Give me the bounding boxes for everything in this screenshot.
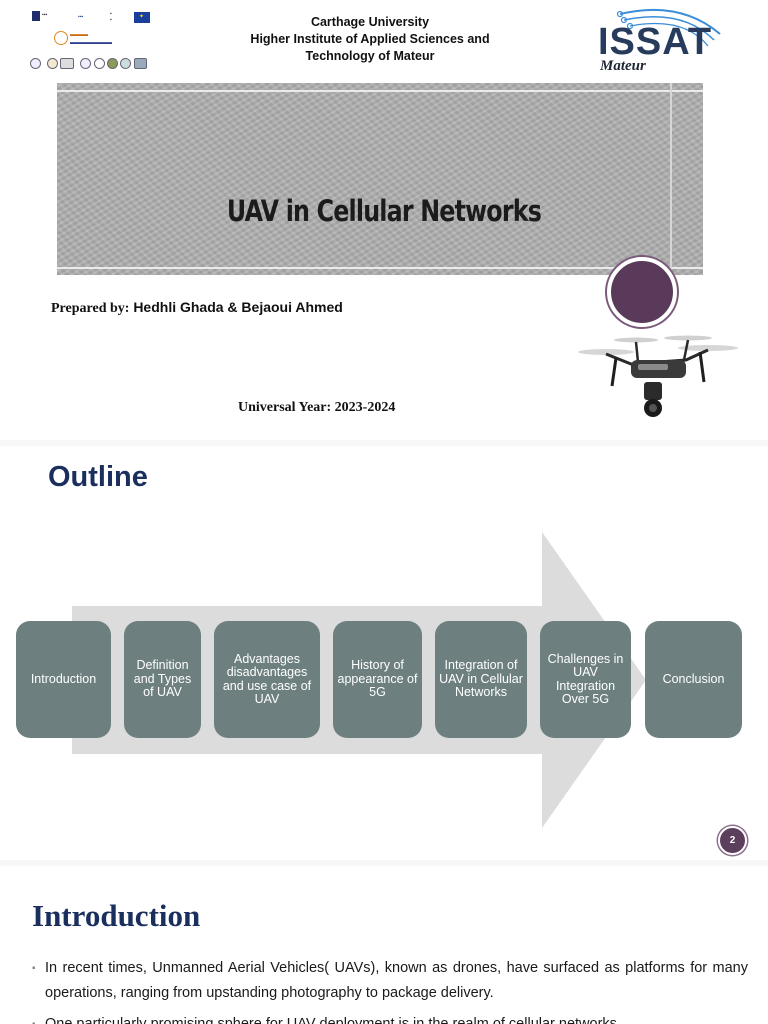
bullet-item: ▪ In recent times, Unmanned Aerial Vehic… — [32, 956, 748, 1006]
eu-flag-logo: ✦ — [134, 12, 150, 23]
circuit-arcs-icon — [616, 8, 721, 47]
partner-seal-logos — [30, 58, 150, 72]
outline-step-label: Conclusion — [662, 671, 725, 686]
outline-step-label: Integration of UAV in Cellular Networks — [439, 658, 523, 700]
outline-step-label: Introduction — [30, 671, 97, 686]
bullet-icon: ▪ — [32, 1012, 36, 1024]
universite-logo — [32, 11, 40, 21]
bullet-item: ▪ One particularly promising sphere for … — [32, 1012, 748, 1024]
outline-step-label: Definition and Types of UAV — [133, 658, 192, 700]
decorative-circle — [607, 257, 677, 327]
university-header: Carthage University Higher Institute of … — [200, 14, 540, 65]
issat-logo: ISSAT Mateur — [590, 4, 735, 78]
outline-step-definition: Definition and Types of UAV — [124, 621, 201, 738]
slide-title: UAV in Cellular Networks — [226, 194, 542, 228]
partner-logo-small: ▪▪ — [110, 11, 112, 23]
banner-divider — [670, 83, 672, 275]
title-banner — [57, 83, 703, 275]
outline-step-conclusion: Conclusion — [645, 621, 742, 738]
partner-logo-small: ▪▪▪ — [78, 14, 84, 20]
academic-year: Universal Year: 2023-2024 — [238, 400, 396, 415]
issat-logo-sub: Mateur — [600, 58, 646, 74]
outline-step-label: Challenges in UAV Integration Over 5G — [547, 651, 624, 706]
prepared-by: Prepared by: Hedhli Ghada & Bejaoui Ahme… — [51, 299, 343, 317]
header-line: Carthage University — [310, 15, 430, 29]
issat-logo-main: ISSAT — [598, 21, 713, 63]
drone-icon — [578, 335, 738, 417]
introduction-slide: Introduction ▪ In recent times, Unmanned… — [0, 866, 768, 1024]
title-slide: ▪▪▪ ▪▪▪ ▪▪ ✦ ▬▬▬▬▬▬▬▬▬▬ Carthage Univers… — [0, 0, 768, 440]
outline-step-introduction: Introduction — [16, 621, 111, 738]
slide-gap — [0, 440, 768, 446]
header-line: Technology of Mateur — [305, 49, 435, 63]
bullet-list: ▪ In recent times, Unmanned Aerial Vehic… — [32, 956, 748, 1024]
outline-step-label: Advantages disadvantages and use case of… — [222, 651, 312, 706]
master-cyber-physical-systems-logo: ▬▬▬▬▬▬▬▬▬▬ — [54, 29, 124, 49]
page-number-badge: 2 — [718, 826, 747, 855]
outline-step-challenges: Challenges in UAV Integration Over 5G — [540, 621, 631, 738]
banner-divider — [57, 90, 703, 92]
author-names: Hedhli Ghada & Bejaoui Ahmed — [133, 299, 343, 315]
slide-gap — [0, 860, 768, 866]
outline-step-history-5g: History of appearance of 5G — [333, 621, 422, 738]
prepared-label: Prepared by: — [51, 301, 130, 316]
outline-step-label: History of appearance of 5G — [337, 658, 418, 700]
outline-step-advantages: Advantages disadvantages and use case of… — [214, 621, 320, 738]
partner-logos: ▪▪▪ ▪▪▪ ▪▪ ✦ ▬▬▬▬▬▬▬▬▬▬ — [30, 8, 150, 78]
bullet-icon: ▪ — [32, 963, 36, 974]
header-line: Higher Institute of Applied Sciences and — [250, 32, 490, 46]
outline-step-integration: Integration of UAV in Cellular Networks — [435, 621, 527, 738]
universite-logo-text: ▪▪▪ — [42, 12, 48, 18]
slide-title: Introduction — [32, 898, 201, 933]
slide-title: Outline — [48, 461, 148, 493]
bullet-text: In recent times, Unmanned Aerial Vehicle… — [45, 960, 748, 1001]
outline-slide: Outline Introduction Definition and Type… — [0, 446, 768, 860]
bullet-text: One particularly promising sphere for UA… — [45, 1016, 621, 1024]
banner-divider — [57, 267, 703, 269]
